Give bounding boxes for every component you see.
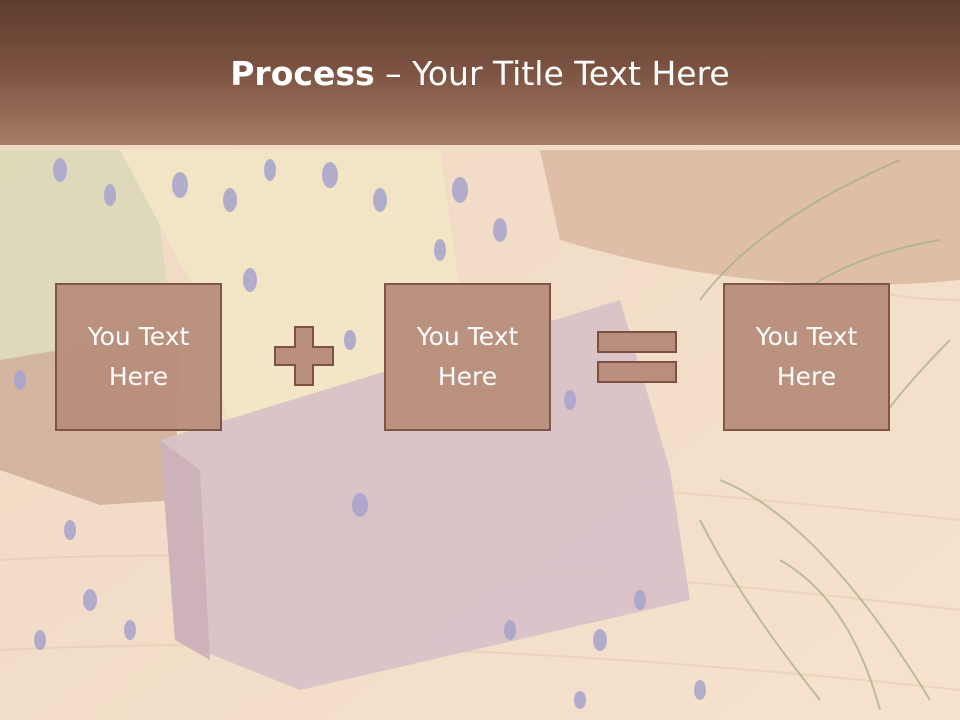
title-bold: Process xyxy=(230,54,375,93)
title-bar: Process – Your Title Text Here xyxy=(0,0,960,145)
plus-icon xyxy=(274,326,334,386)
process-box-3-text: You Text Here xyxy=(755,322,858,391)
process-box-1-text: You Text Here xyxy=(87,322,190,391)
process-box-1[interactable]: You Text Here xyxy=(55,283,222,431)
process-box-2-text: You Text Here xyxy=(416,322,519,391)
slide-title[interactable]: Process – Your Title Text Here xyxy=(0,52,960,96)
title-rest: – Your Title Text Here xyxy=(374,54,730,93)
process-box-2[interactable]: You Text Here xyxy=(384,283,551,431)
process-box-3[interactable]: You Text Here xyxy=(723,283,890,431)
equals-icon xyxy=(597,331,677,383)
